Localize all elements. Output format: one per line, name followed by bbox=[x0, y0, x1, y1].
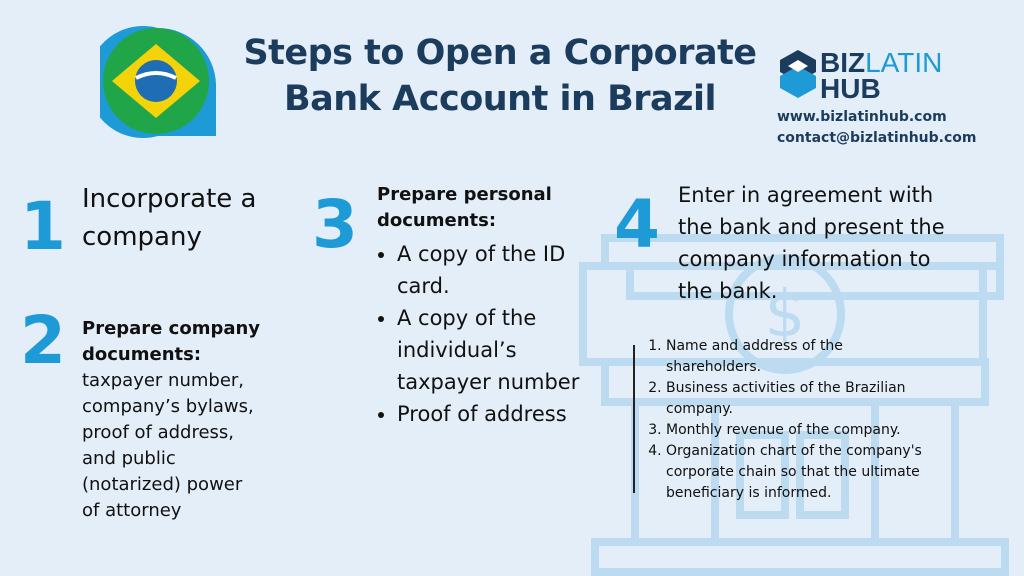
step-1-number: 1 bbox=[20, 188, 66, 265]
title-line-2: Bank Account in Brazil bbox=[283, 79, 717, 119]
step-4-line-2: the bank and present the bbox=[678, 215, 945, 239]
email-link[interactable]: contact@bizlatinhub.com bbox=[777, 130, 977, 146]
website-link[interactable]: www.bizlatinhub.com bbox=[777, 109, 947, 125]
list-item: A copy of the ID card. bbox=[397, 238, 597, 302]
step-4-details: Name and address of the shareholders. Bu… bbox=[640, 336, 940, 504]
step-3-number: 3 bbox=[312, 186, 358, 263]
step-4-line-4: the bank. bbox=[678, 279, 778, 303]
step-2-body-3: proof of address, bbox=[82, 422, 235, 443]
divider bbox=[633, 345, 635, 493]
step-2-heading-2: documents: bbox=[82, 344, 202, 365]
step-1-line-1: Incorporate a bbox=[82, 184, 257, 214]
list-item: Proof of address bbox=[397, 398, 597, 430]
step-2-number: 2 bbox=[20, 302, 66, 379]
step-4-line-1: Enter in agreement with bbox=[678, 183, 934, 207]
brazil-flag-pin-icon bbox=[100, 26, 216, 138]
step-2-text: Prepare company documents: taxpayer numb… bbox=[82, 316, 272, 524]
logo-biz: BIZ bbox=[820, 47, 866, 78]
list-item: Organization chart of the company's corp… bbox=[666, 441, 940, 504]
list-item: Monthly revenue of the company. bbox=[666, 420, 940, 441]
list-item: Name and address of the shareholders. bbox=[666, 336, 940, 378]
page-title: Steps to Open a Corporate Bank Account i… bbox=[240, 30, 760, 122]
logo-hub: HUB bbox=[820, 73, 881, 104]
title-line-1: Steps to Open a Corporate bbox=[243, 33, 757, 73]
bank-building-icon: $ bbox=[579, 234, 1009, 576]
list-item: A copy of the individual’s taxpayer numb… bbox=[397, 302, 597, 398]
step-2-heading-1: Prepare company bbox=[82, 318, 261, 339]
step-1-line-2: company bbox=[82, 222, 202, 252]
step-1-text: Incorporate a company bbox=[82, 180, 256, 256]
logo-wordmark: BIZLATIN HUB bbox=[820, 47, 943, 104]
step-3-heading-2: documents: bbox=[377, 210, 497, 231]
step-4-number: 4 bbox=[614, 186, 660, 263]
svg-text:$: $ bbox=[765, 278, 806, 352]
step-2-body-5: (notarized) power bbox=[82, 474, 243, 495]
step-4-text: Enter in agreement with the bank and pre… bbox=[678, 179, 945, 307]
step-4-list: Name and address of the shareholders. Bu… bbox=[640, 336, 940, 504]
contact-block: www.bizlatinhub.com contact@bizlatinhub.… bbox=[777, 107, 976, 149]
step-4-line-3: company information to bbox=[678, 247, 931, 271]
step-3-heading-1: Prepare personal bbox=[377, 184, 552, 205]
list-item: Business activities of the Brazilian com… bbox=[666, 378, 940, 420]
bizlatinhub-logo-icon bbox=[780, 50, 816, 98]
step-2-body-1: taxpayer number, bbox=[82, 370, 245, 391]
logo-latin: LATIN bbox=[865, 47, 943, 78]
step-2-body-2: company’s bylaws, bbox=[82, 396, 254, 417]
step-3-list: A copy of the ID card. A copy of the ind… bbox=[377, 238, 597, 430]
step-2-body-6: of attorney bbox=[82, 500, 182, 521]
step-3-text: Prepare personal documents: A copy of th… bbox=[377, 182, 607, 430]
step-2-body-4: and public bbox=[82, 448, 176, 469]
